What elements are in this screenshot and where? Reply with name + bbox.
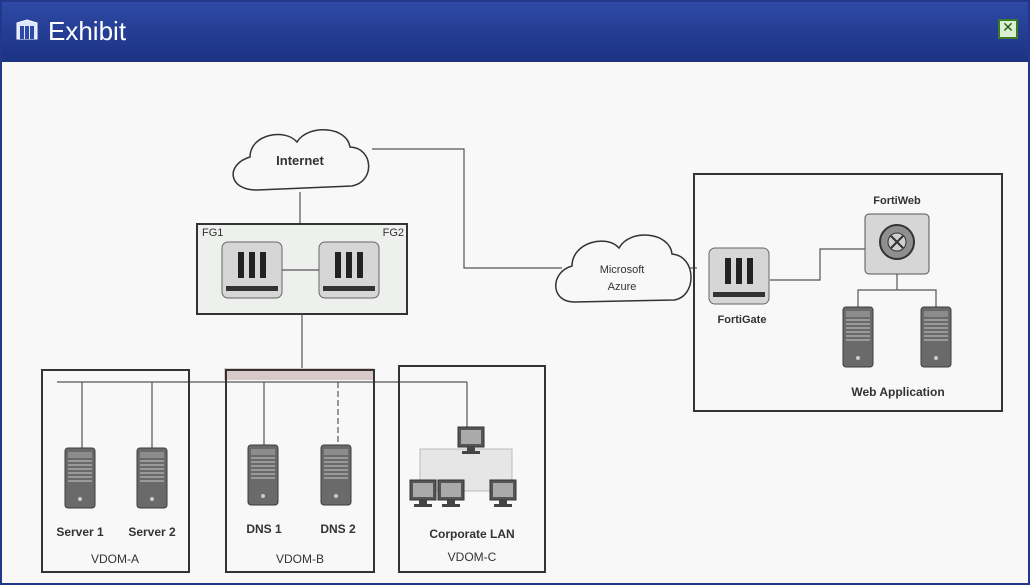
fg2-label: FG2 <box>383 227 404 239</box>
server2-icon <box>136 447 168 509</box>
vdom-c-label: VDOM-C <box>448 550 497 564</box>
fg1-label: FG1 <box>202 227 223 239</box>
azure-label-line2: Azure <box>608 281 637 293</box>
lan-pc-middle-icon <box>437 479 465 508</box>
fg1-device-icon <box>221 241 283 299</box>
dns1-icon <box>247 444 279 506</box>
fortiweb-device-icon <box>864 213 930 275</box>
azure-environment-box: FortiGate FortiWeb Web Application <box>693 173 1003 412</box>
lan-pc-right-icon <box>489 479 517 508</box>
web-app-server1-icon <box>842 306 874 368</box>
vdom-c-box: Corporate LAN VDOM-C <box>398 365 546 573</box>
server1-label: Server 1 <box>56 525 104 539</box>
fortigate-label: FortiGate <box>718 314 767 326</box>
dns2-label: DNS 2 <box>320 522 356 536</box>
azure-cloud: Microsoft Azure <box>555 234 692 303</box>
close-icon: ✕ <box>1002 20 1014 36</box>
vdom-a-label: VDOM-A <box>91 552 139 566</box>
fg2-device-icon <box>318 241 380 299</box>
fortigate-ha-cluster: FG1 FG2 <box>196 223 408 315</box>
vdom-a-box: Server 1 Server 2 VDOM-A <box>41 369 190 573</box>
internet-label: Internet <box>276 153 324 168</box>
link-internet-azure <box>372 148 562 269</box>
internet-cloud: Internet <box>232 129 370 191</box>
title-bar: Exhibit ✕ <box>2 2 1028 62</box>
server1-icon <box>64 447 96 509</box>
lan-pc-left-icon <box>409 479 437 508</box>
azure-label-line1: Microsoft <box>600 264 645 276</box>
web-app-server2-icon <box>920 306 952 368</box>
exhibit-icon <box>16 19 38 40</box>
server2-label: Server 2 <box>128 525 176 539</box>
corporate-lan-label: Corporate LAN <box>429 527 514 541</box>
web-application-label: Web Application <box>851 385 944 399</box>
fortiweb-label: FortiWeb <box>873 195 921 207</box>
window-title: Exhibit <box>48 16 127 46</box>
vdom-b-box: DNS 1 DNS 2 VDOM-B <box>225 369 375 573</box>
vdom-b-label: VDOM-B <box>276 552 324 566</box>
fortigate-device-icon <box>708 247 770 305</box>
network-diagram: Internet FG1 FG2 Server 1 Server 2 <box>41 129 1003 573</box>
close-button[interactable]: ✕ <box>998 19 1018 39</box>
dns1-label: DNS 1 <box>246 522 282 536</box>
dns2-icon <box>320 444 352 506</box>
